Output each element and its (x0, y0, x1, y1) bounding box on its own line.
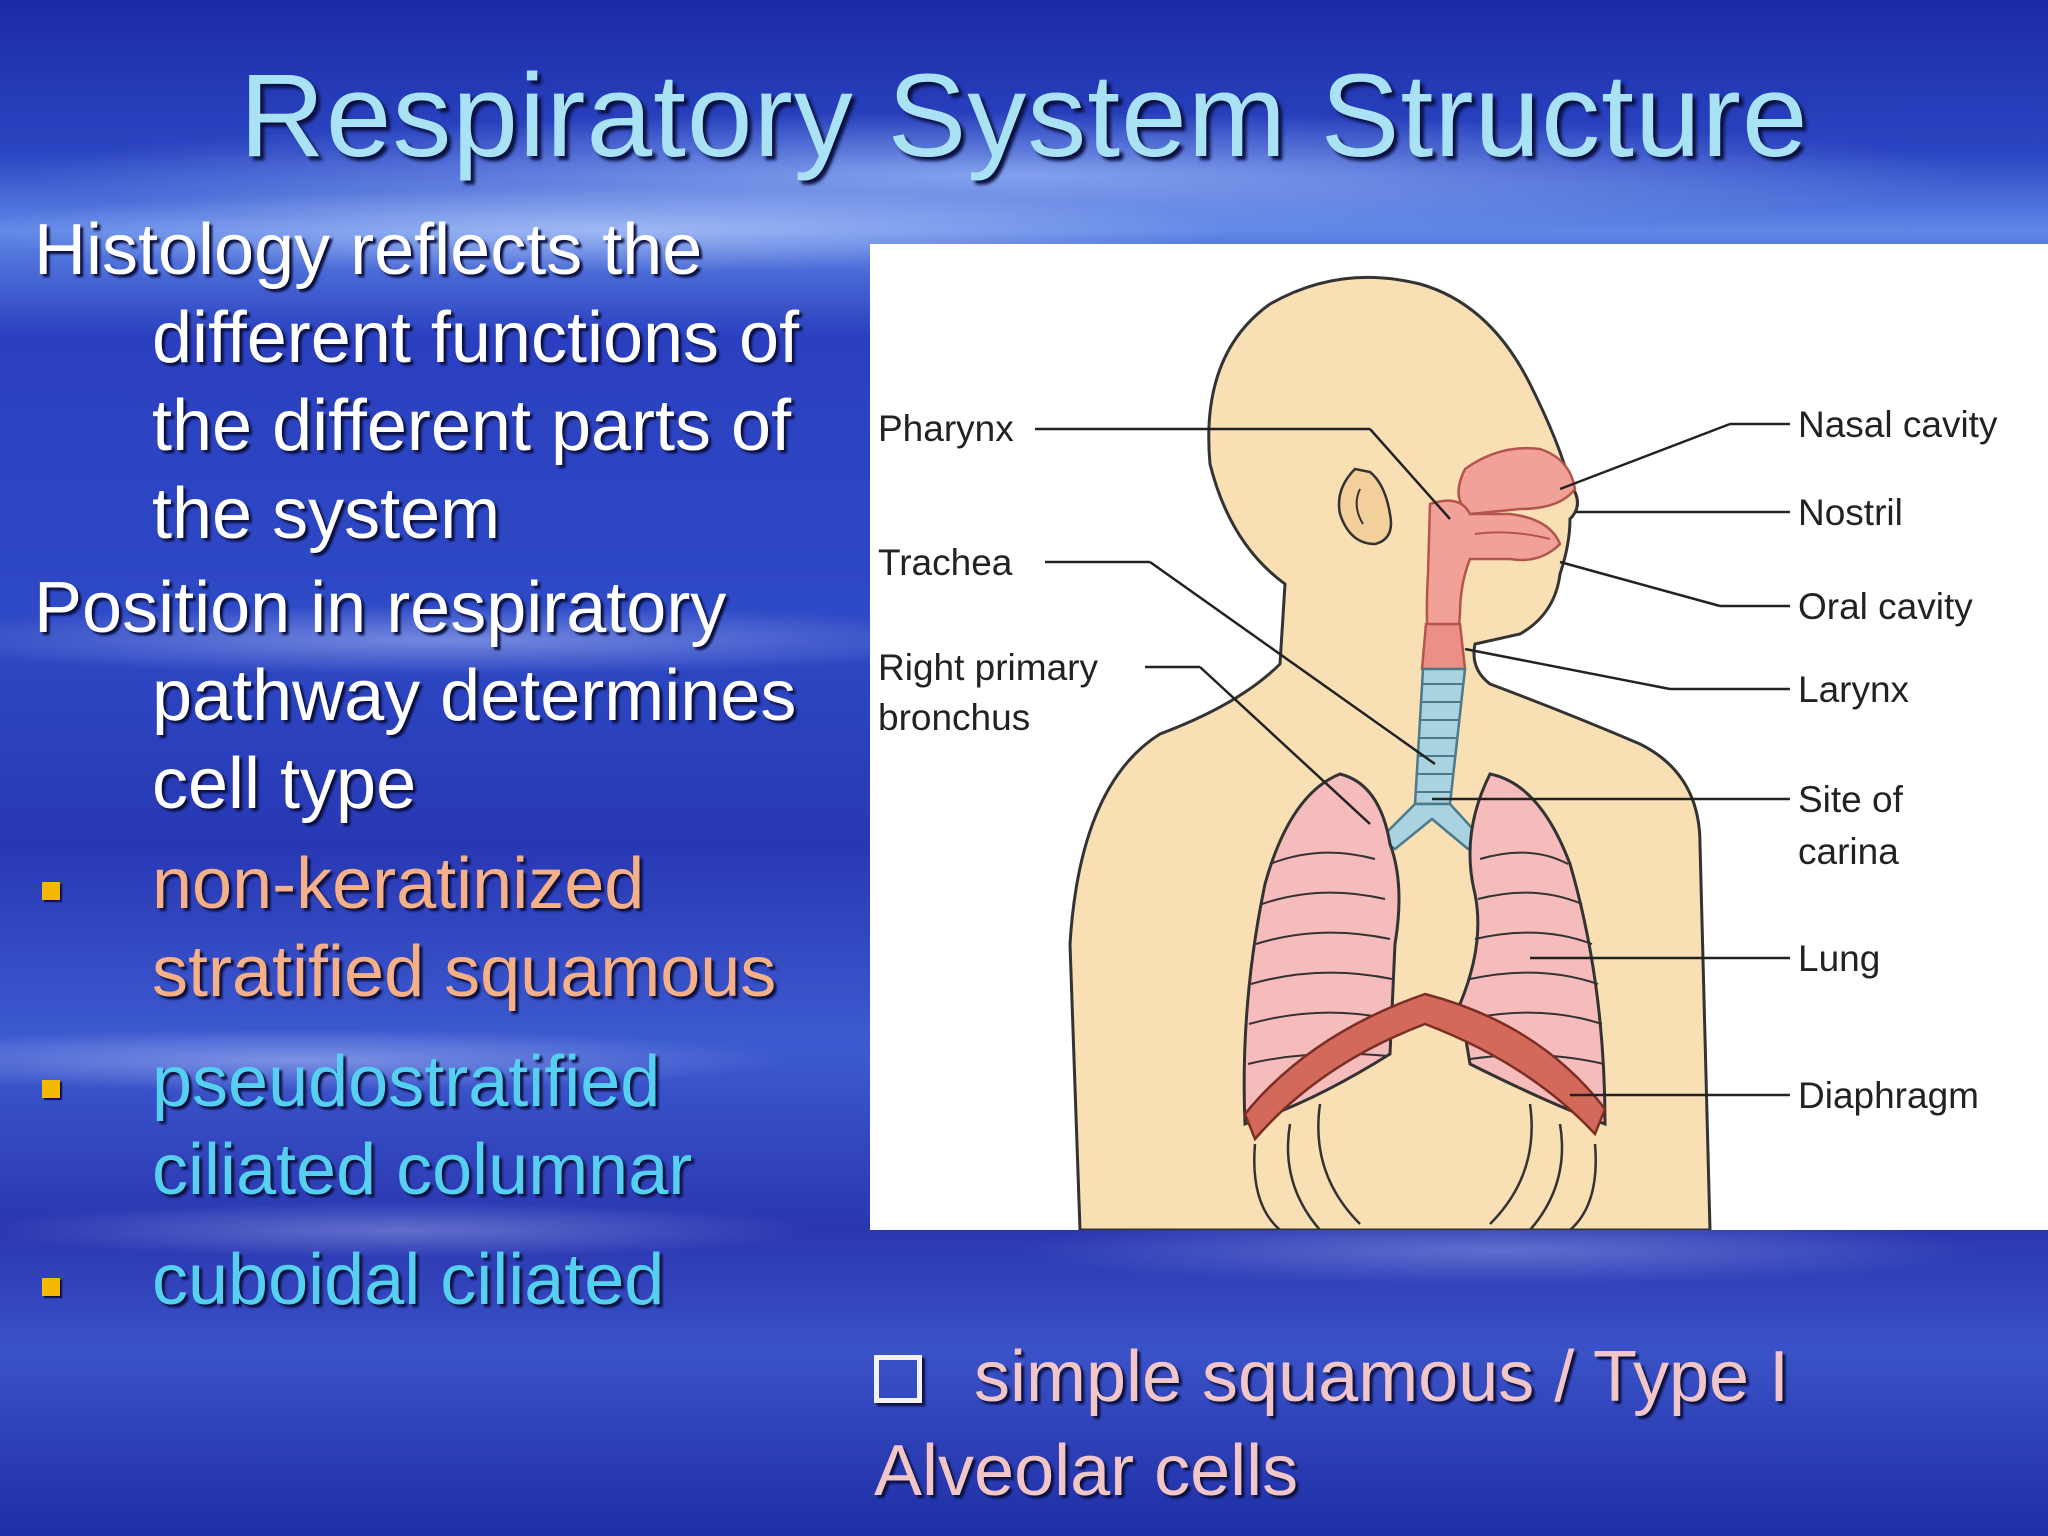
label-bronchus: bronchus (878, 697, 1030, 738)
square-bullet-icon (42, 1278, 60, 1296)
cell-type-list: non-keratinized stratified squamous pseu… (34, 840, 884, 1324)
label-oral-cavity: Oral cavity (1798, 586, 1973, 627)
diaphragm (1243, 992, 1607, 1142)
label-trachea: Trachea (878, 542, 1013, 583)
bullet-text-stratified-squamous: non-keratinized stratified squamous (152, 844, 777, 1012)
label-larynx: Larynx (1798, 669, 1910, 710)
slide-title: Respiratory System Structure (239, 50, 1809, 182)
ear (1337, 467, 1393, 546)
paragraph-histology: Histology reflects the different functio… (34, 210, 800, 554)
label-nostril: Nostril (1798, 492, 1903, 533)
list-item: cuboidal ciliated (34, 1236, 884, 1324)
label-diaphragm: Diaphragm (1798, 1075, 1979, 1116)
slide-body: Histology reflects the different functio… (34, 206, 884, 1346)
list-item: non-keratinized stratified squamous (34, 840, 884, 1016)
label-pharynx: Pharynx (878, 408, 1014, 449)
label-nasal-cavity: Nasal cavity (1798, 404, 1998, 445)
body-silhouette (1068, 275, 1712, 1230)
label-lung: Lung (1798, 938, 1880, 979)
paragraph-position: Position in respiratory pathway determin… (34, 568, 797, 824)
label-site-of: Site of (1798, 779, 1904, 820)
respiratory-diagram: Pharynx Trachea Right primary bronchus N… (870, 244, 2048, 1230)
alveolar-text-1: simple squamous / Type I (974, 1337, 1790, 1417)
alveolar-text-2: Alveolar cells (874, 1431, 1299, 1511)
square-bullet-icon (42, 1080, 60, 1098)
checkbox-bullet-icon (874, 1355, 922, 1403)
bullet-text-pseudostratified: pseudostratified ciliated columnar (152, 1042, 693, 1210)
label-right-primary: Right primary (878, 647, 1098, 688)
label-carina: carina (1798, 831, 1899, 872)
larynx (1420, 622, 1467, 671)
alveolar-line-1: simple squamous / Type I (874, 1330, 2034, 1424)
alveolar-note: simple squamous / Type I Alveolar cells (874, 1330, 2034, 1518)
bullet-text-cuboidal: cuboidal ciliated (152, 1240, 665, 1320)
square-bullet-icon (42, 882, 60, 900)
respiratory-diagram-svg: Pharynx Trachea Right primary bronchus N… (878, 275, 1998, 1230)
list-item: pseudostratified ciliated columnar (34, 1038, 884, 1214)
